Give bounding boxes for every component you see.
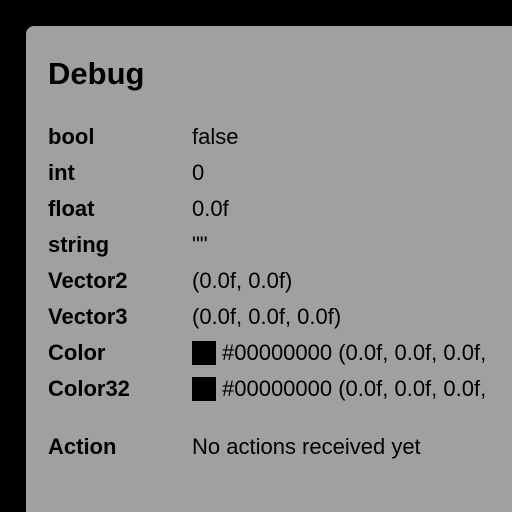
row-value: "" (192, 232, 208, 257)
row-label: bool (48, 124, 95, 149)
color32-swatch (192, 377, 216, 401)
row-value: #00000000 (0.0f, 0.0f, 0.0f, (192, 338, 486, 368)
row-color: Color #00000000 (0.0f, 0.0f, 0.0f, (48, 338, 512, 368)
row-label: float (48, 196, 95, 221)
row-label: Color (48, 340, 106, 365)
color-text: #00000000 (0.0f, 0.0f, 0.0f, (222, 340, 487, 365)
row-action: Action No actions received yet (48, 432, 512, 462)
row-value: false (192, 124, 239, 149)
row-float: float 0.0f (48, 194, 512, 224)
row-string: string "" (48, 230, 512, 260)
action-label: Action (48, 434, 117, 459)
debug-panel: Debug bool false int 0 float 0.0f string… (26, 26, 512, 512)
color-swatch (192, 341, 216, 365)
row-vector2: Vector2 (0.0f, 0.0f) (48, 266, 512, 296)
panel-title: Debug (48, 56, 145, 91)
row-value: (0.0f, 0.0f) (192, 268, 293, 293)
row-bool: bool false (48, 122, 512, 152)
row-value: (0.0f, 0.0f, 0.0f) (192, 304, 342, 329)
row-vector3: Vector3 (0.0f, 0.0f, 0.0f) (48, 302, 512, 332)
row-int: int 0 (48, 158, 512, 188)
row-color32: Color32 #00000000 (0.0f, 0.0f, 0.0f, (48, 374, 512, 404)
row-label: Color32 (48, 376, 130, 401)
row-label: string (48, 232, 110, 257)
row-label: Vector2 (48, 268, 128, 293)
color32-text: #00000000 (0.0f, 0.0f, 0.0f, (222, 376, 487, 401)
row-value: 0 (192, 160, 205, 185)
row-value: #00000000 (0.0f, 0.0f, 0.0f, (192, 374, 486, 404)
row-label: Vector3 (48, 304, 128, 329)
row-value: 0.0f (192, 196, 229, 221)
row-label: int (48, 160, 75, 185)
action-value: No actions received yet (192, 434, 421, 459)
